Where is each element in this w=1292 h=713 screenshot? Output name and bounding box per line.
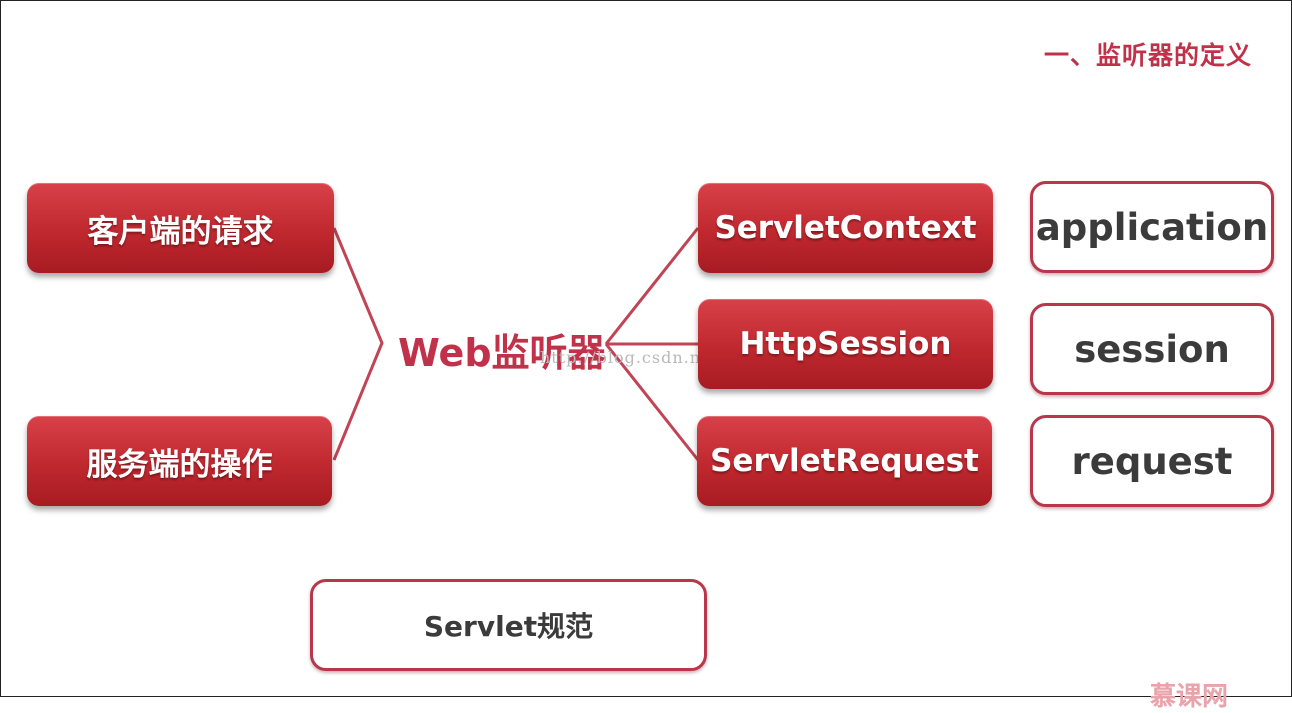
servlet-context-label: ServletContext <box>714 210 977 246</box>
http-session-box: HttpSession <box>698 299 993 389</box>
server-operation-box: 服务端的操作 <box>27 416 332 506</box>
request-scope-box: request <box>1030 415 1274 507</box>
slide-title: 一、监听器的定义 <box>1043 41 1252 70</box>
client-request-label: 客户端的请求 <box>87 213 274 250</box>
session-scope-box: session <box>1030 303 1274 395</box>
servlet-spec-box: Servlet规范 <box>310 579 707 671</box>
connector-servlet-request <box>604 343 700 461</box>
server-operation-label: 服务端的操作 <box>86 446 273 483</box>
site-logo: 慕课网 <box>1150 682 1229 712</box>
request-scope-label: request <box>1071 439 1233 483</box>
servlet-request-box: ServletRequest <box>697 416 992 506</box>
connector-servlet-context <box>604 227 700 345</box>
servlet-spec-label: Servlet规范 <box>423 610 594 643</box>
watermark-url: http://blog.csdn.net/ <box>540 348 726 367</box>
session-scope-label: session <box>1074 327 1230 371</box>
servlet-request-label: ServletRequest <box>710 443 979 479</box>
left-bracket-line <box>332 227 384 461</box>
web-listener-label: Web监听器 <box>398 331 606 375</box>
servlet-context-box: ServletContext <box>698 183 993 273</box>
application-scope-label: application <box>1035 205 1269 249</box>
connector-lines <box>332 227 700 461</box>
http-session-label: HttpSession <box>739 326 952 362</box>
client-request-box: 客户端的请求 <box>27 183 334 273</box>
application-scope-box: application <box>1030 181 1274 273</box>
